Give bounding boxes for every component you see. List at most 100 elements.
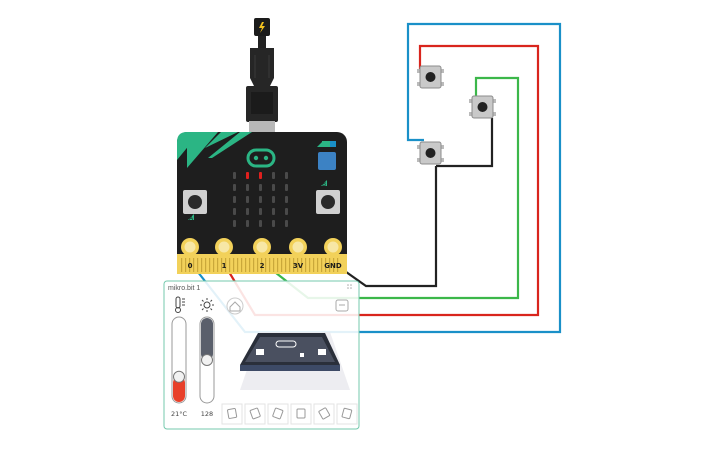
light-level-value: 128 bbox=[201, 410, 213, 418]
gesture-row bbox=[221, 403, 358, 425]
led-matrix bbox=[233, 172, 288, 227]
edge-strip bbox=[205, 258, 207, 272]
pin-1[interactable] bbox=[215, 238, 233, 256]
led-off bbox=[246, 184, 249, 191]
led-off bbox=[233, 184, 236, 191]
edge-strip bbox=[221, 258, 223, 272]
face-up-icon[interactable] bbox=[290, 403, 312, 425]
edge-strip bbox=[201, 258, 203, 272]
temperature-thumb[interactable] bbox=[173, 370, 185, 383]
edge-strip bbox=[181, 258, 183, 272]
edge-strip bbox=[237, 258, 239, 272]
edge-strip bbox=[337, 258, 339, 272]
edge-strip bbox=[241, 258, 243, 272]
edge-strip bbox=[265, 258, 267, 272]
temperature-slider[interactable] bbox=[171, 316, 187, 404]
light-level-slider[interactable] bbox=[199, 316, 215, 404]
edge-strip bbox=[217, 258, 219, 272]
edge-strip bbox=[317, 258, 319, 272]
led-off bbox=[272, 196, 275, 203]
edge-strip bbox=[209, 258, 211, 272]
pin-label-1: 1 bbox=[222, 262, 227, 270]
pushbutton-3[interactable] bbox=[417, 141, 444, 165]
usb-cable bbox=[246, 18, 278, 133]
edge-strip bbox=[325, 258, 327, 272]
edge-strip bbox=[273, 258, 275, 272]
pin-label-0: 0 bbox=[188, 262, 193, 270]
edge-strip bbox=[213, 258, 215, 272]
edge-strip bbox=[309, 258, 311, 272]
edge-strip bbox=[333, 258, 335, 272]
wire-black-2[interactable] bbox=[436, 118, 494, 168]
edge-strip bbox=[277, 258, 279, 272]
edge-strip bbox=[305, 258, 307, 272]
led-off bbox=[259, 196, 262, 203]
edge-strip bbox=[321, 258, 323, 272]
led-off bbox=[285, 220, 288, 227]
led-off bbox=[246, 196, 249, 203]
led-off bbox=[285, 208, 288, 215]
button-b[interactable]: B bbox=[316, 180, 340, 214]
temperature-value: 21°C bbox=[171, 410, 188, 418]
edge-strip bbox=[297, 258, 299, 272]
rotate-view-icon[interactable] bbox=[335, 299, 349, 312]
edge-strip bbox=[245, 258, 247, 272]
edge-strip bbox=[269, 258, 271, 272]
led-off bbox=[272, 172, 275, 179]
reset-button[interactable] bbox=[318, 152, 336, 170]
freefall-icon[interactable] bbox=[336, 403, 358, 425]
led-off bbox=[233, 208, 236, 215]
pushbutton-1[interactable] bbox=[417, 65, 444, 89]
tilt-left-icon[interactable] bbox=[244, 403, 266, 425]
light-level-thumb[interactable] bbox=[201, 354, 213, 366]
power-bolt-icon bbox=[259, 22, 265, 33]
face-down-icon[interactable] bbox=[313, 403, 335, 425]
drag-handle-icon[interactable] bbox=[347, 284, 352, 289]
pin-2[interactable] bbox=[253, 238, 271, 256]
led-off bbox=[285, 184, 288, 191]
shake-icon[interactable] bbox=[221, 403, 243, 425]
edge-strip bbox=[261, 258, 263, 272]
edge-strip bbox=[253, 258, 255, 272]
thermometer-icon bbox=[175, 296, 185, 313]
edge-strip bbox=[313, 258, 315, 272]
simulator-panel: mikro.bit 1 21°C bbox=[163, 280, 360, 430]
edge-strip bbox=[329, 258, 331, 272]
led-off bbox=[285, 172, 288, 179]
microbit-board[interactable]: A B 0 1 2 3V GND bbox=[177, 132, 347, 274]
edge-strip bbox=[285, 258, 287, 272]
button-b-label: B bbox=[322, 181, 326, 188]
pin-label-2: 2 bbox=[260, 262, 265, 270]
edge-strip bbox=[249, 258, 251, 272]
home-icon[interactable] bbox=[226, 297, 244, 315]
button-a-label: A bbox=[189, 215, 194, 222]
led-off bbox=[246, 208, 249, 215]
logo-face-icon[interactable] bbox=[246, 148, 276, 168]
pushbutton-2[interactable] bbox=[469, 95, 496, 119]
edge-strip bbox=[257, 258, 259, 272]
led-off bbox=[233, 172, 236, 179]
touch-logo-markers bbox=[317, 141, 336, 147]
led-on bbox=[246, 172, 249, 179]
edge-strip bbox=[289, 258, 291, 272]
temperature-fill bbox=[173, 376, 185, 402]
edge-strip bbox=[229, 258, 231, 272]
edge-strip bbox=[233, 258, 235, 272]
panel-title: mikro.bit 1 bbox=[168, 285, 200, 292]
led-off bbox=[272, 220, 275, 227]
led-off bbox=[233, 220, 236, 227]
tilt-right-icon[interactable] bbox=[267, 403, 289, 425]
pin-0[interactable] bbox=[181, 238, 199, 256]
edge-strip bbox=[293, 258, 295, 272]
pin-label-gnd: GND bbox=[324, 262, 342, 270]
button-a[interactable]: A bbox=[183, 190, 207, 222]
edge-strip bbox=[197, 258, 199, 272]
led-off bbox=[233, 196, 236, 203]
led-off bbox=[259, 208, 262, 215]
edge-strip bbox=[189, 258, 191, 272]
pin-3v[interactable] bbox=[289, 238, 307, 256]
led-off bbox=[272, 208, 275, 215]
pin-gnd[interactable] bbox=[324, 238, 342, 256]
wire-black[interactable] bbox=[331, 166, 438, 288]
